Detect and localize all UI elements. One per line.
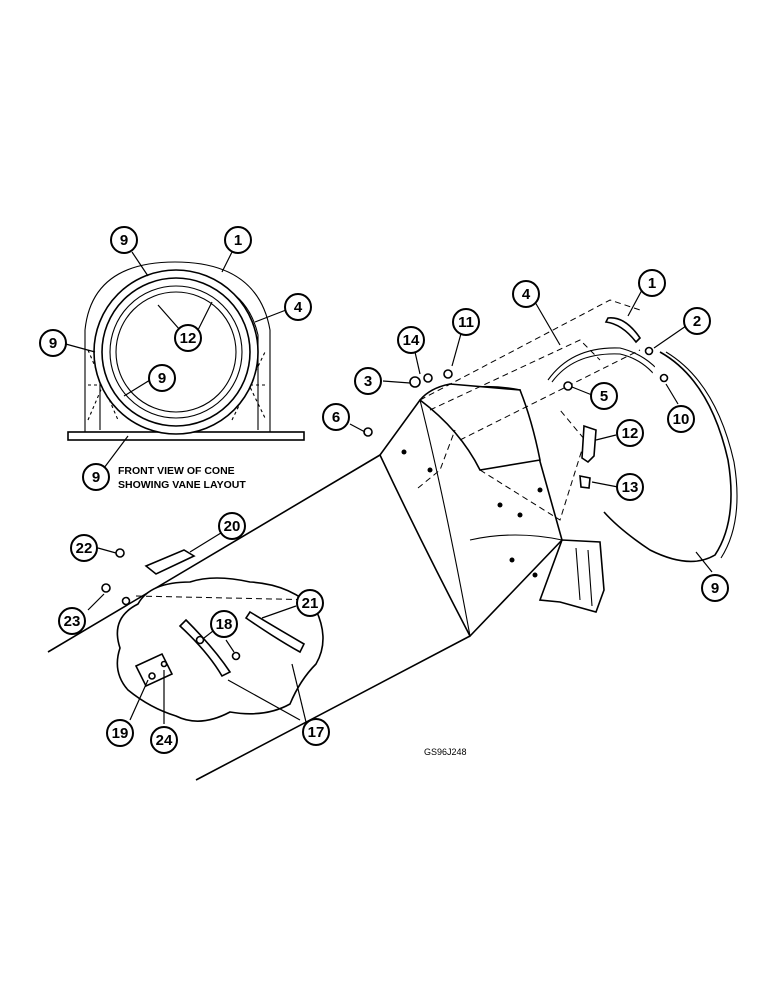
svg-text:4: 4	[522, 286, 531, 303]
cutaway-detail	[87, 527, 324, 724]
inset-caption-line1: FRONT VIEW OF CONE	[118, 465, 235, 477]
inset-caption-line2: SHOWING VANE LAYOUT	[118, 479, 246, 491]
svg-text:19: 19	[112, 725, 129, 742]
svg-text:10: 10	[673, 411, 690, 428]
svg-text:9: 9	[120, 232, 128, 249]
svg-text:1: 1	[234, 232, 242, 249]
callout-24: 24	[150, 726, 178, 754]
callout-9-inset-left: 9	[39, 329, 67, 357]
svg-text:9: 9	[711, 580, 719, 597]
svg-text:2: 2	[693, 313, 701, 330]
callout-18: 18	[210, 610, 238, 638]
callout-6: 6	[322, 403, 350, 431]
callout-21: 21	[296, 589, 324, 617]
svg-text:17: 17	[308, 724, 325, 741]
svg-text:1: 1	[648, 275, 656, 292]
svg-text:11: 11	[458, 314, 474, 331]
svg-text:23: 23	[64, 613, 81, 630]
svg-text:4: 4	[294, 299, 303, 316]
svg-text:12: 12	[622, 425, 639, 442]
callout-4: 4	[512, 280, 540, 308]
callout-17: 17	[302, 718, 330, 746]
callout-12-inset: 12	[174, 324, 202, 352]
svg-text:9: 9	[92, 469, 100, 486]
callout-1: 1	[638, 269, 666, 297]
callouts: 9 1 4 12 9 9 9 4	[39, 226, 729, 754]
callout-19: 19	[106, 719, 134, 747]
svg-text:22: 22	[76, 540, 93, 557]
callout-5: 5	[590, 382, 618, 410]
svg-text:13: 13	[622, 479, 639, 496]
svg-text:20: 20	[224, 518, 241, 535]
svg-text:6: 6	[332, 409, 340, 426]
callout-4-inset: 4	[284, 293, 312, 321]
callout-12: 12	[616, 419, 644, 447]
callout-9: 9	[701, 574, 729, 602]
cone-assembly	[47, 299, 641, 781]
callout-3: 3	[354, 367, 382, 395]
svg-text:3: 3	[364, 373, 372, 390]
svg-text:9: 9	[158, 370, 166, 387]
callout-13: 13	[616, 473, 644, 501]
callout-11: 11	[452, 308, 480, 336]
exploded-vane-parts	[349, 289, 738, 573]
callout-2: 2	[683, 307, 711, 335]
callout-14: 14	[397, 326, 425, 354]
callout-22: 22	[70, 534, 98, 562]
svg-text:24: 24	[156, 732, 173, 749]
callout-9-inset-bottom: 9	[82, 463, 110, 491]
svg-text:5: 5	[600, 388, 608, 405]
callout-10: 10	[667, 405, 695, 433]
callout-9-inset-inner: 9	[148, 364, 176, 392]
svg-text:9: 9	[49, 335, 57, 352]
callout-1-inset: 1	[224, 226, 252, 254]
callout-9-inset-top: 9	[110, 226, 138, 254]
svg-text:21: 21	[302, 595, 319, 612]
callout-23: 23	[58, 607, 86, 635]
svg-text:14: 14	[403, 332, 420, 349]
callout-20: 20	[218, 512, 246, 540]
svg-text:12: 12	[180, 330, 197, 347]
svg-text:18: 18	[216, 616, 233, 633]
figure-id: GS96J248	[424, 747, 467, 757]
front-view-inset: FRONT VIEW OF CONE SHOWING VANE LAYOUT	[61, 251, 305, 491]
